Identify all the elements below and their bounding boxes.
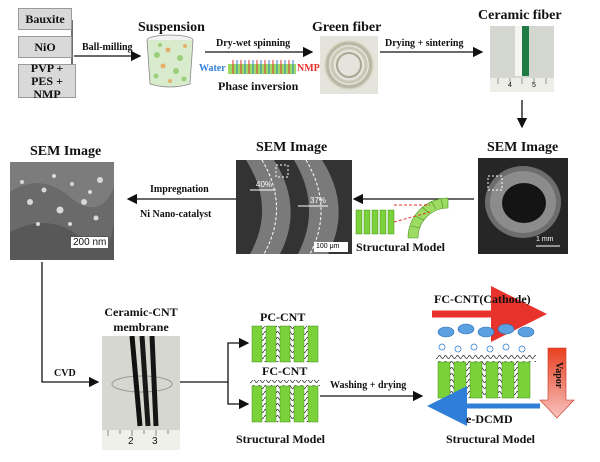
scale-bar-200nm: 200 nm [70, 236, 110, 249]
arrow-to-fc-cnt [227, 382, 250, 410]
ball-milling-label: Ball-milling [82, 42, 133, 53]
phase-inversion-illustration [228, 60, 296, 74]
vapor-label: Vapor [553, 362, 564, 389]
ceramic-cnt-membrane-photo: 2 3 [102, 336, 180, 450]
scale-bar-100um: 100 μm [316, 243, 340, 250]
structural-model-mid-label: Structural Model [356, 240, 445, 254]
sem-image-right-label: SEM Image [487, 140, 559, 155]
ceramic-fiber-label: Ceramic fiber [478, 8, 562, 23]
fc-cnt-label: FC-CNT [262, 364, 308, 378]
pvp-box: PVP + PES + NMP [18, 61, 76, 100]
structural-model-bl-label: Structural Model [236, 432, 325, 446]
sem-image-right: 1 mm [478, 158, 568, 254]
nio-box: NiO [18, 36, 72, 58]
percent-40-label: 40% [256, 180, 273, 189]
sem-image-mid-label: SEM Image [256, 140, 328, 155]
membrane-title-1: Ceramic-CNT [104, 305, 178, 319]
ni-catalyst-label: Ni Nano-catalyst [140, 209, 212, 220]
suspension-beaker [146, 34, 194, 88]
green-fiber-photo [320, 36, 378, 94]
pc-cnt-label: PC-CNT [260, 310, 306, 324]
bauxite-box: Bauxite [18, 8, 72, 30]
ceramic-fiber-ruler-b: 5 [532, 82, 536, 89]
membrane-title-2: membrane [113, 320, 169, 334]
pc-cnt-model [251, 325, 319, 363]
water-label: Water [199, 63, 226, 74]
nmp-label: NMP [297, 63, 320, 74]
percent-37-label: 37% [310, 196, 327, 205]
dry-wet-label: Dry-wet spinning [216, 38, 291, 49]
vapor-arrow [539, 347, 575, 419]
ceramic-fiber-ruler-a: 4 [508, 82, 512, 89]
impregnation-label: Impregnation [150, 184, 209, 195]
sem-image-mid: 40% 37% 100 μm [236, 160, 352, 254]
suspension-label: Suspension [138, 20, 205, 35]
sem-image-left: 200 nm [10, 162, 114, 260]
e-dcmd-label: e-DCMD [466, 412, 513, 426]
scale-bar-1mm: 1 mm [536, 236, 554, 243]
cvd-label: CVD [54, 368, 76, 379]
green-fiber-label: Green fiber [312, 20, 382, 35]
arrow-to-pc-cnt [180, 337, 250, 383]
e-dcmd-model [427, 286, 575, 426]
membrane-ruler-a: 2 [128, 436, 134, 447]
arrow-cvd [41, 262, 100, 388]
drying-sintering-label: Drying + sintering [385, 38, 464, 49]
fc-cnt-cathode-label: FC-CNT(Cathode) [434, 292, 531, 306]
ceramic-fiber-photo: 4 5 [490, 26, 554, 92]
structural-model-br-label: Structural Model [446, 432, 535, 446]
structural-model-mid-illustration [355, 197, 449, 239]
phase-inversion-label: Phase inversion [218, 79, 299, 93]
washing-drying-label: Washing + drying [330, 380, 407, 391]
membrane-ruler-b: 3 [152, 436, 158, 447]
sem-image-left-label: SEM Image [30, 144, 102, 159]
fc-cnt-model [250, 380, 320, 423]
